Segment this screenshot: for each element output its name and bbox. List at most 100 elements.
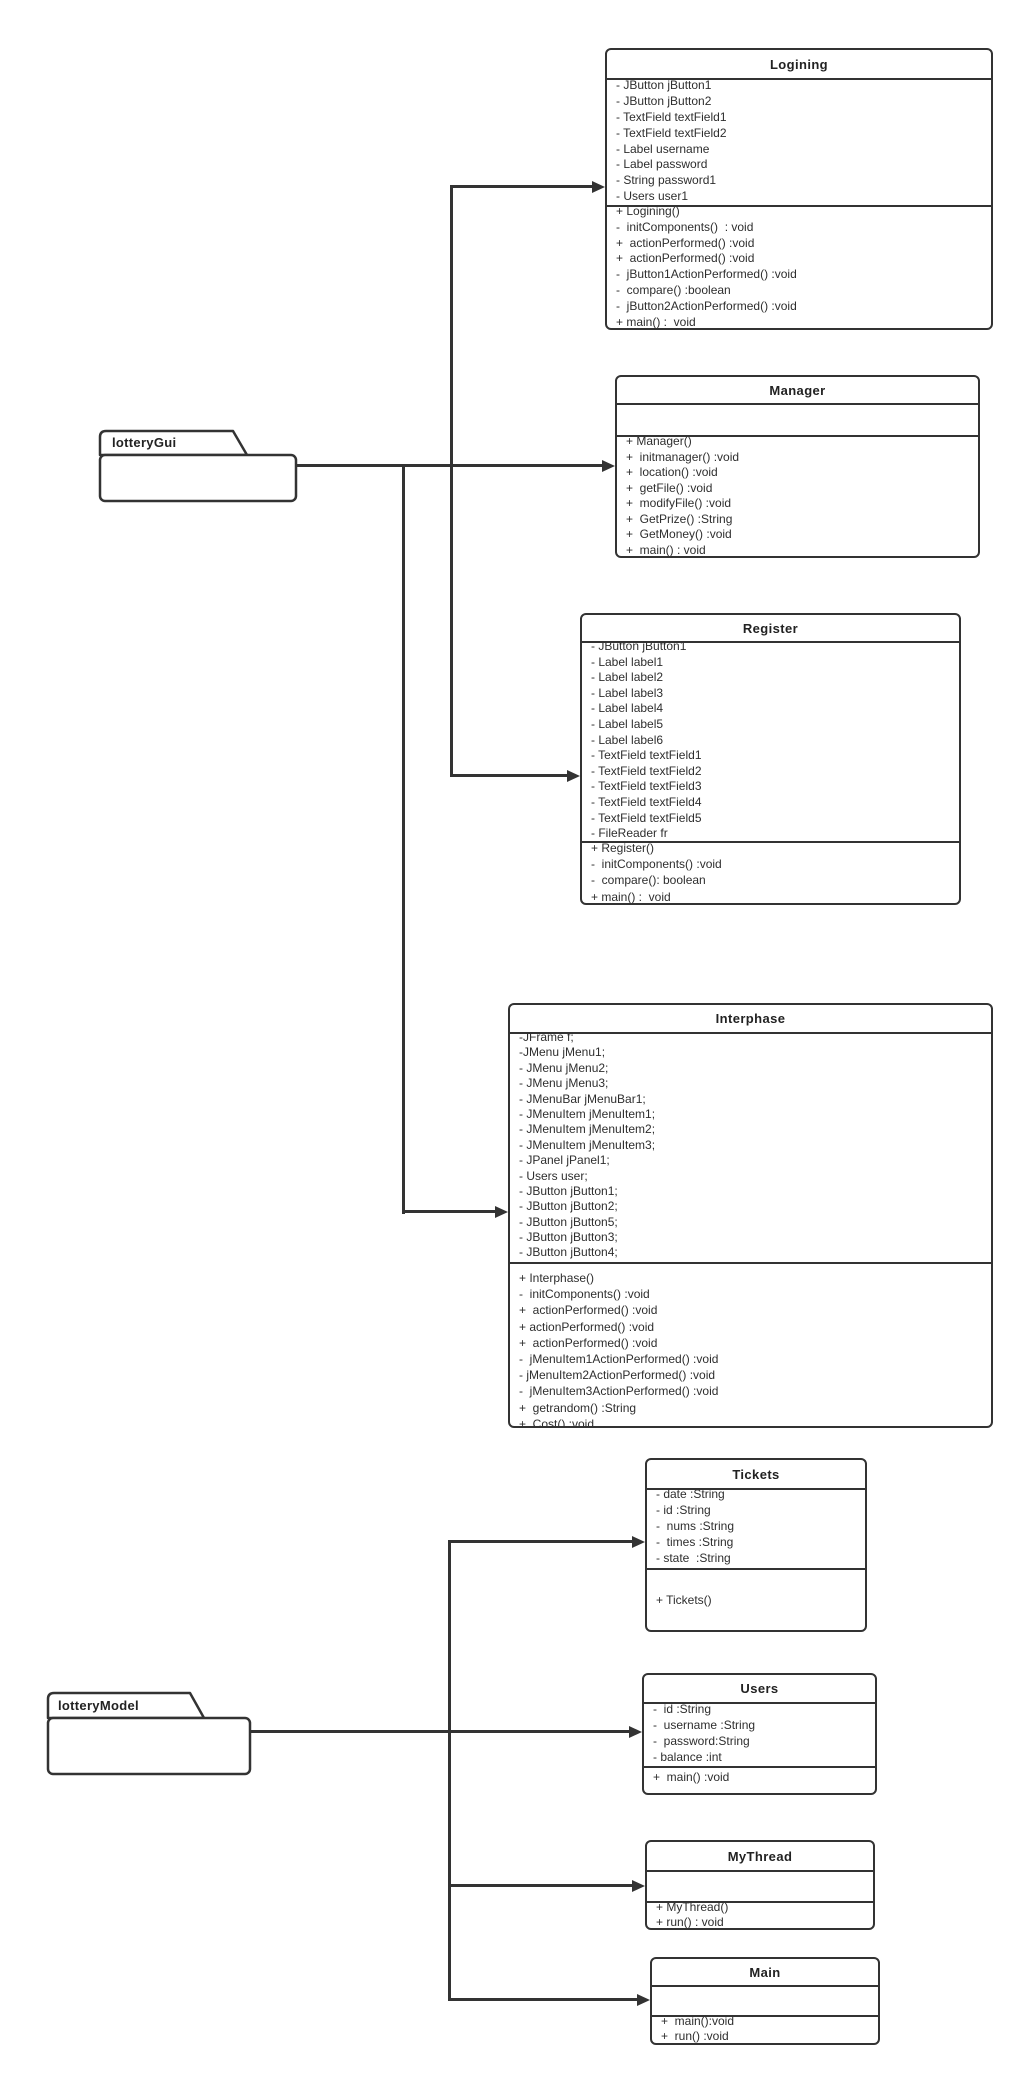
member-line: - Label password <box>616 157 708 172</box>
arrowhead-logining <box>592 181 605 193</box>
member-line: - JPanel jPanel1; <box>519 1153 610 1168</box>
member-line: + Interphase() <box>519 1271 595 1285</box>
class-interphase[interactable]: Interphase -JFrame f;-JMenu jMenu1;- JMe… <box>508 1003 993 1428</box>
connector-gui-branch-lower <box>402 464 405 1214</box>
member-line: - Users user1 <box>616 189 689 204</box>
class-tickets[interactable]: Tickets - date :String- id :String- nums… <box>645 1458 867 1632</box>
member-line: - JButton jButton1; <box>519 1183 618 1198</box>
folder-icon <box>98 429 298 503</box>
member-line: + GetPrize() :String <box>626 511 733 526</box>
class-methods: + main() :void <box>644 1766 875 1793</box>
member-line: + Tickets() <box>656 1593 712 1607</box>
member-line: - Label username <box>616 141 710 156</box>
member-line: + main():void <box>661 2015 735 2028</box>
class-users[interactable]: Users - id :String - username :String - pa… <box>642 1673 877 1795</box>
member-line: - JButton jButton1 <box>591 641 687 653</box>
class-manager[interactable]: Manager + Manager()+ initmanager() :void… <box>615 375 980 558</box>
connector-model-to-main <box>448 1998 637 2001</box>
class-title: Logining <box>769 56 829 72</box>
connector-model-to-mythread <box>448 1884 632 1887</box>
member-line: - Label label1 <box>591 654 664 669</box>
class-methods: + main():void+ run() :void <box>652 2015 878 2043</box>
package-lotterygui[interactable]: lotteryGui <box>98 429 300 505</box>
connector-gui-to-register <box>450 774 567 777</box>
class-title: Manager <box>769 382 826 398</box>
member-line: - JMenuItem jMenuItem3; <box>519 1137 656 1152</box>
class-methods: + MyThread()+ run() : void <box>647 1901 873 1928</box>
arrowhead-manager <box>602 460 615 472</box>
class-attributes: - JButton jButton1- JButton jButton2 - Te… <box>607 78 991 205</box>
connector-model-trunk <box>448 1540 451 2001</box>
member-line: - id :String <box>656 1503 711 1517</box>
class-methods: + Manager()+ initmanager() :void+ locati… <box>617 435 978 556</box>
package-lotterymodel[interactable]: lotteryModel <box>46 1691 256 1777</box>
member-line: + getrandom() :String <box>519 1400 637 1415</box>
class-methods: + Interphase() - initComponents() :void + … <box>510 1262 991 1426</box>
member-line: - TextField textField3 <box>591 779 702 794</box>
class-main[interactable]: Main + main():void+ run() :void <box>650 1957 880 2045</box>
member-line: - Label label6 <box>591 732 664 747</box>
member-line: - id :String <box>653 1702 712 1716</box>
member-line: + Cost() :void <box>519 1416 595 1426</box>
member-line: + initmanager() :void <box>626 449 740 464</box>
arrowhead-users <box>629 1726 642 1738</box>
class-attributes <box>652 1985 878 2015</box>
arrowhead-main <box>637 1994 650 2006</box>
member-line: - TextField textField4 <box>591 794 702 809</box>
member-line: - compare() :boolean <box>616 282 731 297</box>
member-line: - TextField textField5 <box>591 810 702 825</box>
class-logining[interactable]: Logining - JButton jButton1- JButton jBu… <box>605 48 993 330</box>
package-label: lotteryGui <box>112 435 177 450</box>
member-line: + main() : void <box>616 314 696 328</box>
class-title: Users <box>740 1681 779 1696</box>
member-line: + main() : void <box>626 542 706 557</box>
member-line: - password:String <box>653 1734 750 1748</box>
package-label: lotteryModel <box>58 1698 139 1713</box>
member-line: + actionPerformed() :void <box>616 251 755 266</box>
member-line: + GetMoney() :void <box>626 527 732 541</box>
member-line: - username :String <box>653 1718 756 1732</box>
member-line: - initComponents() :void <box>591 857 722 872</box>
member-line: - jMenuItem3ActionPerformed() :void <box>519 1384 719 1399</box>
member-line: - JButton jButton4; <box>519 1245 618 1260</box>
class-methods: + Logining()- initComponents() : void+ a… <box>607 205 991 328</box>
class-attributes: - date :String- id :String- nums :String… <box>647 1488 865 1568</box>
member-line: - Users user; <box>519 1168 588 1183</box>
member-line: - Label label4 <box>591 701 664 716</box>
folder-icon <box>46 1691 252 1776</box>
connector-gui-branch-upper <box>450 185 453 777</box>
member-line: + modifyFile() :void <box>626 496 732 510</box>
class-attributes <box>617 403 978 435</box>
member-line: + MyThread() <box>656 1901 729 1914</box>
class-title: Register <box>742 620 799 636</box>
class-title: Interphase <box>715 1011 786 1026</box>
class-title: MyThread <box>727 1848 793 1864</box>
member-line: - JButton jButton1 <box>616 78 712 92</box>
member-line: -JFrame f; <box>519 1032 574 1044</box>
member-line: - JButton jButton2; <box>519 1199 618 1214</box>
member-line: + Manager() <box>626 435 692 448</box>
member-line: - TextField textField2 <box>616 125 727 140</box>
connector-model-to-users <box>250 1730 629 1733</box>
member-line: - JButton jButton3; <box>519 1230 618 1245</box>
member-line: - times :String <box>656 1535 734 1549</box>
member-line: - date :String <box>656 1488 725 1501</box>
class-register[interactable]: Register - JButton jButton1- Label label… <box>580 613 961 905</box>
connector-gui-to-manager <box>297 464 602 467</box>
class-methods: + Register()- initComponents() :void- co… <box>582 841 959 903</box>
member-line: + actionPerformed() :void <box>519 1335 658 1350</box>
member-line: - initComponents() :void <box>519 1287 650 1302</box>
arrowhead-tickets <box>632 1536 645 1548</box>
class-mythread[interactable]: MyThread + MyThread()+ run() : void <box>645 1840 875 1930</box>
member-line: - JMenu jMenu3; <box>519 1076 609 1091</box>
member-line: + Register() <box>591 841 655 855</box>
class-methods: + Tickets() <box>647 1568 865 1630</box>
member-line: - jMenuItem2ActionPerformed() :void <box>519 1368 716 1383</box>
class-title: Tickets <box>732 1466 780 1482</box>
member-line: - JMenuBar jMenuBar1; <box>519 1091 646 1106</box>
member-line: - String password1 <box>616 173 717 188</box>
arrowhead-interphase <box>495 1206 508 1218</box>
member-line: + main() :void <box>653 1770 730 1784</box>
member-line: + main() : void <box>591 889 671 903</box>
member-line: - JButton jButton2 <box>616 93 712 108</box>
